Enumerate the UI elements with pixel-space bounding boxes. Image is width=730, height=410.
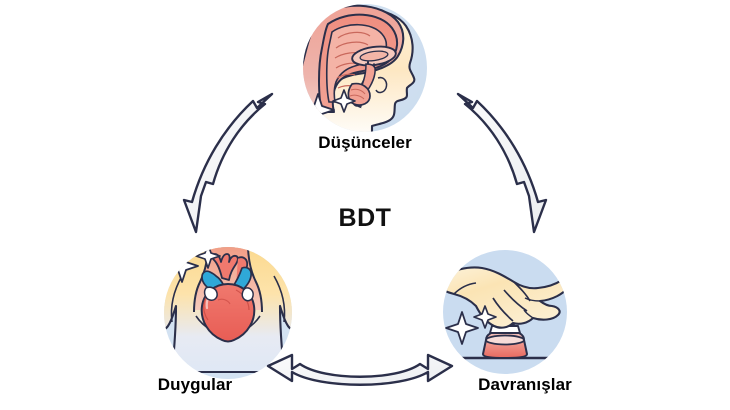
torso-heart-icon bbox=[164, 247, 292, 374]
node-thoughts[interactable] bbox=[294, 4, 427, 142]
node-label-thoughts: Düşünceler bbox=[318, 133, 412, 152]
page-title: BDT bbox=[338, 204, 392, 232]
node-behaviors[interactable] bbox=[433, 250, 570, 374]
arrow-left bbox=[182, 92, 274, 234]
node-label-emotions: Duygular bbox=[157, 375, 233, 394]
node-emotions[interactable] bbox=[150, 244, 306, 379]
hand-chess-knight-icon bbox=[443, 266, 567, 360]
sparkle-icon bbox=[445, 305, 497, 345]
head-brain-icon bbox=[303, 4, 416, 132]
node-label-behaviors: Davranışlar bbox=[478, 375, 572, 394]
arrow-bottom bbox=[266, 353, 454, 386]
arrow-right bbox=[456, 92, 548, 234]
